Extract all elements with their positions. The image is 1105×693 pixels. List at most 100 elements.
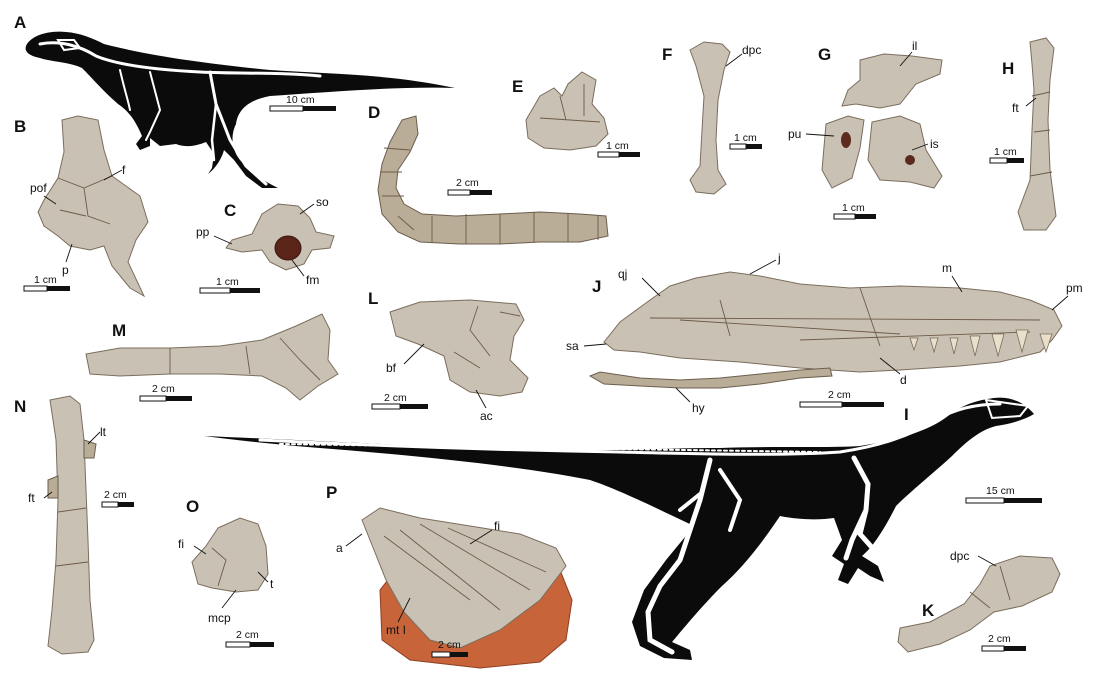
scale-label-a: 10 cm bbox=[286, 94, 315, 106]
annotation-pu: pu bbox=[788, 127, 801, 141]
annotation-fi-o: fi bbox=[178, 537, 184, 551]
scale-label-m: 2 cm bbox=[152, 383, 175, 395]
annotation-il: il bbox=[912, 39, 917, 53]
panel-b: B pof f p 1 cm bbox=[14, 115, 149, 298]
panel-g: G il pu is 1 cm bbox=[788, 39, 943, 220]
specimen-j-skull bbox=[603, 271, 1063, 373]
panel-label-g: G bbox=[818, 45, 831, 64]
scale-bar-a: 10 cm bbox=[269, 94, 336, 112]
silhouette-a bbox=[25, 31, 456, 189]
annotation-t: t bbox=[270, 577, 274, 591]
panel-label-p: P bbox=[326, 483, 337, 502]
scale-bar-o: 2 cm bbox=[225, 629, 274, 648]
annotation-ft-n: ft bbox=[28, 491, 35, 505]
panel-n: N lt ft 2 cm bbox=[14, 395, 134, 655]
annotation-fi-p: fi bbox=[494, 519, 500, 533]
scale-bar-c: 1 cm bbox=[199, 276, 260, 294]
scale-label-n: 2 cm bbox=[104, 489, 127, 501]
panel-k: K dpc 2 cm bbox=[897, 549, 1061, 653]
specimen-f bbox=[689, 41, 731, 195]
scale-bar-j: 2 cm bbox=[799, 389, 884, 408]
scale-bar-h: 1 cm bbox=[989, 146, 1024, 164]
skeleton-i bbox=[258, 398, 1030, 655]
annotation-p: p bbox=[62, 263, 69, 277]
scale-bar-f: 1 cm bbox=[729, 132, 762, 150]
scale-label-p: 2 cm bbox=[438, 639, 461, 651]
panel-label-d: D bbox=[368, 103, 380, 122]
panel-j: J qj j m pm sa d hy 2 cm bbox=[566, 251, 1083, 415]
scale-bar-i: 15 cm bbox=[965, 485, 1042, 504]
annotation-dpc-f: dpc bbox=[742, 43, 761, 57]
panel-h: H ft 1 cm bbox=[989, 37, 1057, 231]
scale-bar-d: 2 cm bbox=[447, 177, 492, 196]
specimen-b bbox=[37, 115, 149, 298]
panel-o: O fi t mcp 2 cm bbox=[178, 497, 274, 648]
scale-bar-n: 2 cm bbox=[101, 489, 134, 508]
panel-p: P a fi mt I 2 cm bbox=[326, 483, 573, 669]
scale-label-d: 2 cm bbox=[456, 177, 479, 189]
annotation-f: f bbox=[122, 163, 126, 177]
annotation-j: j bbox=[777, 251, 781, 265]
scale-bar-b: 1 cm bbox=[23, 274, 70, 292]
annotation-a: a bbox=[336, 541, 343, 555]
specimen-l bbox=[389, 299, 529, 397]
annotation-ft-h: ft bbox=[1012, 101, 1019, 115]
specimen-p-bones bbox=[361, 507, 567, 649]
specimen-d bbox=[377, 115, 609, 245]
specimen-o bbox=[191, 517, 269, 593]
panel-a: A 10 cm bbox=[14, 13, 456, 189]
scale-bar-l: 2 cm bbox=[371, 392, 428, 410]
panel-label-f: F bbox=[662, 45, 672, 64]
annotation-sa: sa bbox=[566, 339, 579, 353]
scale-bar-k: 2 cm bbox=[981, 633, 1026, 652]
annotation-pp: pp bbox=[196, 225, 210, 239]
teeth-j bbox=[909, 329, 1053, 358]
annotation-is: is bbox=[930, 137, 939, 151]
annotation-mt-i: mt I bbox=[386, 623, 406, 637]
panel-label-n: N bbox=[14, 397, 26, 416]
annotation-bf: bf bbox=[386, 361, 397, 375]
specimen-h bbox=[1017, 37, 1057, 231]
panel-m: M 2 cm bbox=[85, 313, 339, 402]
silhouette-i bbox=[204, 397, 1034, 660]
panel-label-b: B bbox=[14, 117, 26, 136]
scale-label-g: 1 cm bbox=[842, 202, 865, 214]
panel-label-h: H bbox=[1002, 59, 1014, 78]
scale-label-e: 1 cm bbox=[606, 140, 629, 152]
scale-bar-p: 2 cm bbox=[431, 639, 468, 658]
scale-label-o: 2 cm bbox=[236, 629, 259, 641]
specimen-e bbox=[525, 71, 609, 151]
annotation-d: d bbox=[900, 373, 907, 387]
panel-label-a: A bbox=[14, 13, 26, 32]
panel-label-o: O bbox=[186, 497, 199, 516]
annotation-hy: hy bbox=[692, 401, 705, 415]
panel-e: E 1 cm bbox=[512, 71, 640, 158]
annotation-mcp: mcp bbox=[208, 611, 231, 625]
panel-label-m: M bbox=[112, 321, 126, 340]
scale-label-f: 1 cm bbox=[734, 132, 757, 144]
annotation-fm: fm bbox=[306, 273, 319, 287]
annotation-so: so bbox=[316, 195, 329, 209]
skeleton-a bbox=[38, 39, 322, 186]
scale-label-c: 1 cm bbox=[216, 276, 239, 288]
panel-label-j: J bbox=[592, 277, 601, 296]
panel-label-c: C bbox=[224, 201, 236, 220]
scale-label-b: 1 cm bbox=[34, 274, 57, 286]
scale-label-k: 2 cm bbox=[988, 633, 1011, 645]
specimen-g-pubis bbox=[821, 115, 865, 189]
specimen-g-ischium bbox=[867, 115, 943, 189]
annotation-pof: pof bbox=[30, 181, 47, 195]
panel-d: D 2 cm bbox=[368, 103, 609, 245]
panel-i: I 15 cm bbox=[204, 397, 1042, 660]
annotation-pm: pm bbox=[1066, 281, 1083, 295]
scale-label-l: 2 cm bbox=[384, 392, 407, 404]
scale-label-i: 15 cm bbox=[986, 485, 1015, 497]
specimen-j-hyoid bbox=[588, 367, 833, 389]
annotation-m: m bbox=[942, 261, 952, 275]
annotation-dpc-k: dpc bbox=[950, 549, 969, 563]
panel-label-k: K bbox=[922, 601, 935, 620]
panel-label-e: E bbox=[512, 77, 523, 96]
specimen-g-ilium bbox=[841, 53, 943, 109]
specimen-n bbox=[47, 395, 95, 655]
